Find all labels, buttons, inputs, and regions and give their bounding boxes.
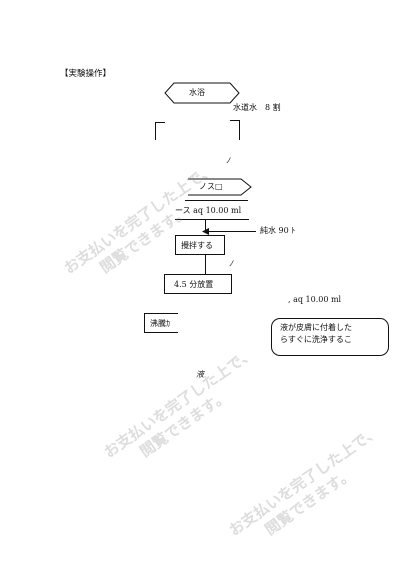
step-pentagon-label: ノス□ — [199, 182, 223, 191]
stir-box: 攪拌する — [175, 235, 225, 255]
leave-box: 4.5 分放置 — [164, 274, 232, 294]
callout-line-1: 液が皮膚に付着した — [280, 323, 352, 332]
stray-mark-2: ﾉ — [229, 259, 233, 268]
watermark-3: お支払いを完了した上で、 閲覧できます。 — [225, 421, 383, 540]
step-pentagon — [188, 178, 252, 196]
section-title: 【実験操作】 — [60, 69, 112, 79]
bracket-right-horizontal — [230, 120, 240, 121]
boil-box: 沸騰ｶ — [144, 313, 178, 333]
pure-water-label: 純水 90 ﾄ — [260, 226, 296, 235]
flow-connector-1 — [205, 220, 206, 231]
arrow-head-left — [202, 228, 209, 235]
bracket-right-vertical — [239, 120, 240, 140]
flow-connector-2 — [205, 255, 206, 274]
underline-1 — [175, 219, 249, 220]
water-bath-label: 水浴 — [189, 88, 205, 97]
arrow-shaft-pure-water — [206, 231, 256, 232]
aq-label-2: , aq 10.00 ml — [288, 295, 342, 304]
bracket-left-vertical — [155, 122, 156, 140]
stray-mark-1: ﾉ — [226, 156, 230, 165]
stray-mark-3: 液 — [196, 370, 204, 379]
caution-callout: 液が皮膚に付着した らすぐに洗浄するこ — [271, 318, 389, 356]
bracket-left-horizontal — [155, 122, 165, 123]
water-bath-hexagon — [164, 82, 240, 104]
watermark-2: お支払いを完了した上で、 閲覧できます。 — [100, 343, 258, 462]
callout-line-2: らすぐに洗浄するこ — [280, 335, 352, 344]
aq-label-1: ース aq 10.00 ml — [175, 206, 242, 215]
tap-water-label: 水道水 8 割 — [233, 103, 281, 112]
separator-line — [185, 200, 248, 201]
